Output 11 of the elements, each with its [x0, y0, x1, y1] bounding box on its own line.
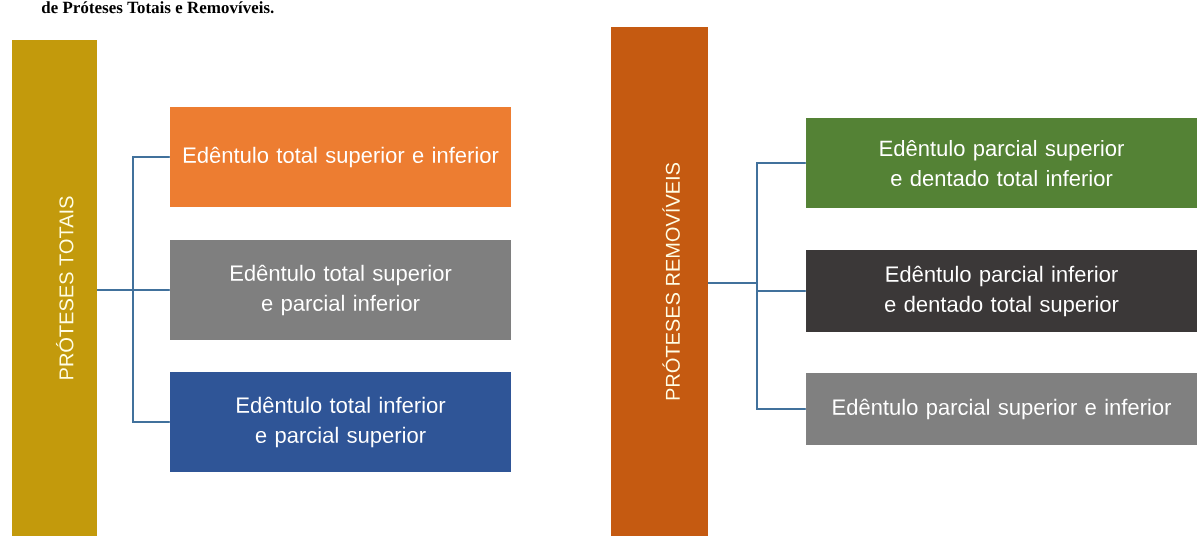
title: de Próteses Totais e Removíveis.: [41, 1, 274, 14]
category-box: Edêntulo total inferior e parcial superior: [170, 372, 511, 472]
connector-line: [96, 289, 171, 423]
category-box: Edêntulo total superior e parcial inferior: [170, 240, 511, 340]
category-bar: PRÓTESES REMOVÍVEIS: [611, 27, 708, 536]
connector-line: [707, 282, 807, 410]
category-box: Edêntulo parcial superior e dentado total inferior: [806, 118, 1197, 208]
category-box: Edêntulo parcial inferior e dentado total superior: [806, 250, 1197, 332]
category-box: Edêntulo total superior e inferior: [170, 107, 511, 207]
category-bar: PRÓTESES TOTAIS: [12, 40, 97, 536]
category-box: Edêntulo parcial superior e inferior: [806, 373, 1197, 445]
